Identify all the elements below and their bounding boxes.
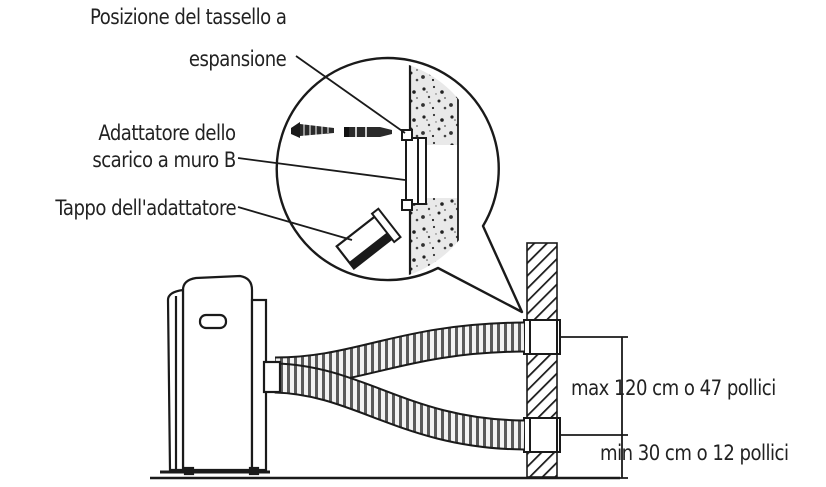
dimension-lines xyxy=(560,336,628,479)
leader-line-adapter xyxy=(237,157,406,181)
wall-adapter-b-detail xyxy=(401,129,427,211)
lower-hose xyxy=(274,364,525,449)
adapter-cap-label: Tappo dell'adattatore xyxy=(55,196,236,220)
leader-line-cap xyxy=(237,206,353,241)
hoses xyxy=(274,321,525,451)
adapter-cap-detail xyxy=(335,207,402,270)
leader-lines xyxy=(237,55,406,241)
min-height-label: min 30 cm o 12 pollici xyxy=(600,441,789,465)
wall-openings xyxy=(523,319,561,453)
anchor-position-label-line1: Posizione del tassello a xyxy=(89,5,287,29)
air-conditioner-unit xyxy=(160,274,282,476)
screw-icon xyxy=(291,122,334,138)
expansion-plug-icon xyxy=(344,127,392,137)
anchor-position-label-line2: espansione xyxy=(188,47,287,71)
wall-adapter-label-line2: scarico a muro B xyxy=(92,148,237,172)
max-height-label: max 120 cm o 47 pollici xyxy=(571,376,776,400)
leader-line-anchor xyxy=(295,55,406,134)
wall-adapter-label-line1: Adattatore dello xyxy=(98,121,237,145)
detail-bubble-outline xyxy=(275,56,524,314)
detail-bubble xyxy=(275,56,524,314)
